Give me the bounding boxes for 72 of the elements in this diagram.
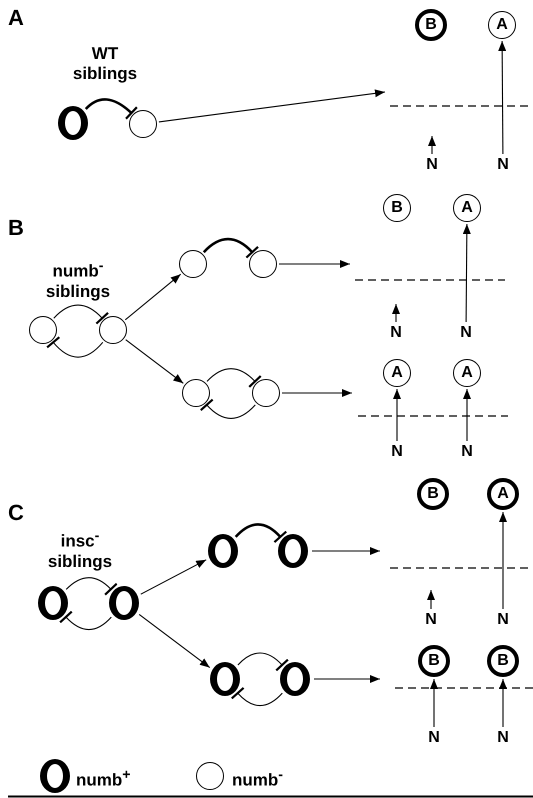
inhibition-arc bbox=[230, 686, 283, 706]
inhibition-arc bbox=[202, 238, 259, 259]
panel-label: A bbox=[8, 8, 25, 28]
arrow bbox=[279, 260, 350, 268]
caption-text: numb$^{-}$ siblings bbox=[44, 257, 112, 302]
fate-cell-circle: A bbox=[487, 478, 519, 510]
inhibition-arc bbox=[206, 368, 262, 388]
signal-label: N bbox=[495, 156, 511, 174]
fate-cell-circle: B bbox=[383, 194, 411, 222]
inhibition-arc bbox=[46, 336, 104, 358]
fate-cell-circle: B bbox=[487, 645, 519, 677]
signal-label: N bbox=[424, 156, 440, 174]
signal-label: N bbox=[459, 443, 475, 461]
arrow bbox=[462, 224, 471, 322]
signal-label: N bbox=[458, 324, 474, 342]
arrow bbox=[499, 512, 507, 609]
arrow bbox=[314, 675, 380, 683]
cell-circle bbox=[38, 586, 68, 620]
inhibition-arc bbox=[200, 398, 256, 419]
caption-text: insc$^{-}$ siblings bbox=[46, 527, 114, 572]
fate-cell-circle: A bbox=[453, 359, 481, 387]
panel-label: B bbox=[8, 218, 25, 238]
signal-label: N bbox=[495, 611, 511, 629]
inhibition-arc bbox=[84, 98, 138, 120]
arrow bbox=[158, 89, 386, 122]
signal-label: N bbox=[426, 729, 442, 747]
arrow bbox=[427, 590, 435, 609]
arrow bbox=[125, 339, 184, 384]
cell-circle bbox=[29, 316, 57, 344]
cell-circle bbox=[129, 110, 157, 138]
fate-cell-circle: B bbox=[418, 645, 450, 677]
signal-label: N bbox=[388, 324, 404, 342]
arrow bbox=[312, 547, 380, 555]
arrow bbox=[124, 274, 182, 320]
cell-circle bbox=[109, 586, 139, 620]
arrow bbox=[463, 389, 471, 441]
cell-circle bbox=[280, 662, 310, 696]
fate-cell-circle: A bbox=[488, 11, 516, 39]
arrow bbox=[392, 304, 400, 322]
fate-cell-circle: B bbox=[417, 478, 449, 510]
signal-label: N bbox=[423, 611, 439, 629]
signal-label: N bbox=[389, 443, 405, 461]
inhibition-arc bbox=[234, 523, 288, 544]
cell-circle bbox=[179, 250, 207, 278]
inhibition-arc bbox=[53, 304, 109, 325]
inhibition-arc bbox=[66, 577, 118, 596]
signal-label: N bbox=[495, 729, 511, 747]
arrow bbox=[393, 389, 401, 441]
fate-cell-circle: B bbox=[415, 9, 447, 41]
panel-label: C bbox=[8, 503, 25, 523]
legend-label: numb$^{-}$ bbox=[232, 766, 283, 791]
cell-circle bbox=[208, 534, 238, 568]
cell-circle bbox=[249, 250, 277, 278]
arrow bbox=[140, 559, 206, 595]
cell-circle bbox=[182, 379, 210, 407]
legend-label: numb$^{+}$ bbox=[76, 766, 131, 791]
arrow bbox=[138, 614, 210, 668]
arrow bbox=[282, 389, 352, 397]
cell-circle bbox=[252, 379, 280, 407]
arrow bbox=[499, 679, 507, 727]
inhibition-arc bbox=[59, 610, 112, 630]
fate-cell-circle: A bbox=[383, 359, 411, 387]
cell-circle bbox=[278, 534, 308, 568]
caption-text: WT siblings bbox=[72, 44, 138, 84]
arrow bbox=[428, 136, 436, 154]
arrow bbox=[498, 41, 506, 154]
fate-cell-circle: A bbox=[453, 194, 481, 222]
arrow bbox=[430, 679, 438, 727]
cell-circle bbox=[58, 106, 88, 140]
cell-circle bbox=[210, 662, 240, 696]
cell-circle bbox=[99, 316, 127, 344]
inhibition-arc bbox=[238, 652, 289, 672]
